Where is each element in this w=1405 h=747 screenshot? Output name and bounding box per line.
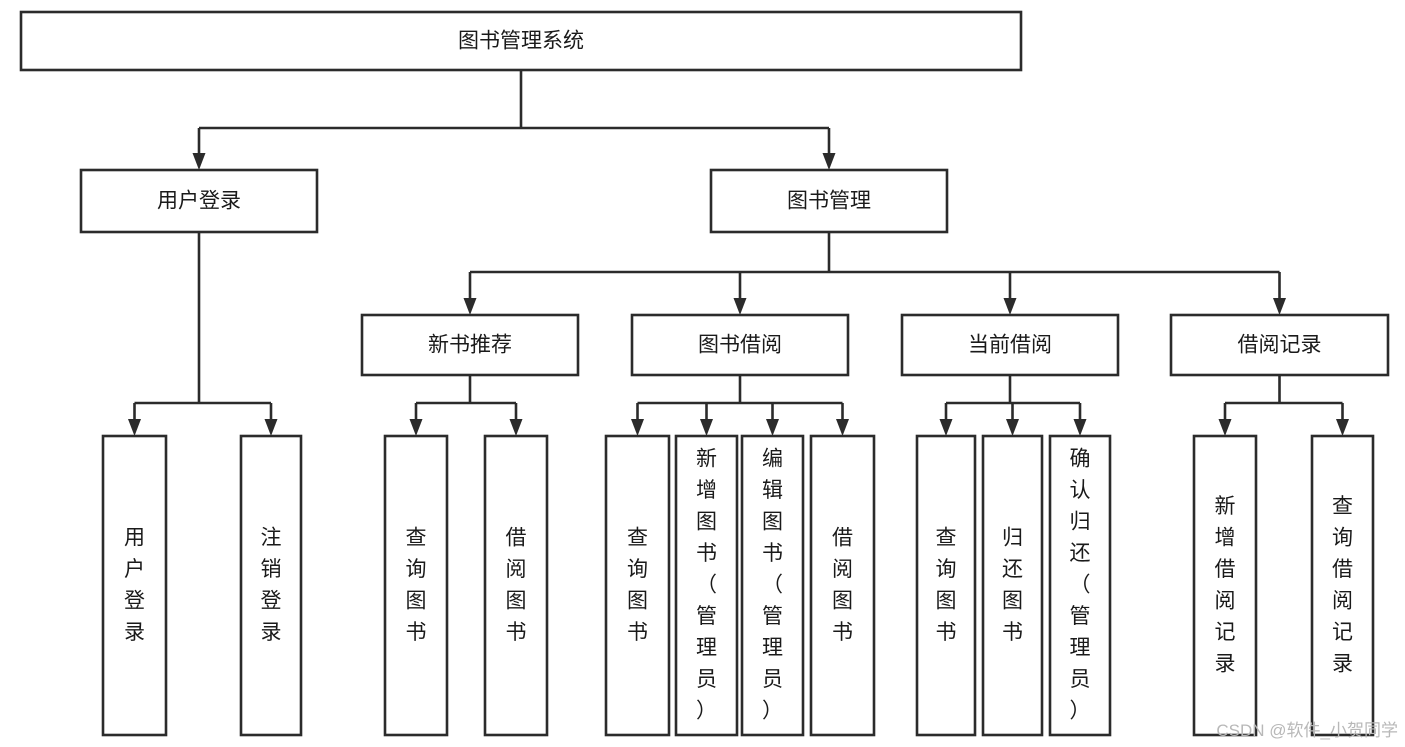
node-label: 借阅记录 — [1238, 334, 1322, 357]
connector-arrow-icon — [836, 419, 849, 436]
node-leaf-add-record[interactable]: 新增借阅记录 — [1192, 434, 1258, 737]
node-label: 借阅图书 — [506, 526, 527, 644]
node-label: 用户登录 — [124, 526, 145, 644]
node-leaf-logout[interactable]: 注销登录 — [239, 434, 303, 737]
connector-arrow-icon — [128, 419, 141, 436]
node-leaf-confirm-return[interactable]: 确认归还（管理员） — [1048, 434, 1112, 737]
node-label: 用户登录 — [157, 190, 241, 213]
node-box[interactable] — [630, 313, 850, 377]
node-leaf-query-book-3[interactable]: 查询图书 — [915, 434, 977, 737]
node-label: 查询图书 — [627, 526, 648, 644]
node-label: 新增图书（管理员） — [696, 448, 717, 723]
node-box[interactable] — [809, 434, 876, 737]
node-new-book-recommend[interactable]: 新书推荐 — [360, 313, 580, 377]
node-root-system[interactable]: 图书管理系统 — [19, 10, 1023, 72]
node-box[interactable] — [19, 10, 1023, 72]
connector-arrow-icon — [1336, 419, 1349, 436]
connector-arrow-icon — [509, 419, 523, 436]
node-label: 查询图书 — [406, 526, 427, 644]
connector-group — [463, 232, 1286, 315]
node-box[interactable] — [740, 434, 805, 737]
connector-arrow-icon — [1073, 419, 1087, 436]
node-box[interactable] — [981, 434, 1044, 737]
node-box[interactable] — [383, 434, 449, 737]
node-box[interactable] — [483, 434, 549, 737]
node-user-login[interactable]: 用户登录 — [79, 168, 319, 234]
connector-arrow-icon — [631, 419, 644, 436]
connector-arrow-icon — [700, 419, 713, 436]
node-leaf-query-book-1[interactable]: 查询图书 — [383, 434, 449, 737]
node-leaf-return-book[interactable]: 归还图书 — [981, 434, 1044, 737]
node-label: 图书管理系统 — [458, 30, 584, 53]
connector-arrow-icon — [733, 298, 747, 315]
node-box[interactable] — [239, 434, 303, 737]
node-leaf-borrow-book-2[interactable]: 借阅图书 — [809, 434, 876, 737]
node-leaf-query-book-2[interactable]: 查询图书 — [604, 434, 671, 737]
node-box[interactable] — [709, 168, 949, 234]
connector-arrow-icon — [264, 419, 278, 436]
connector-arrow-icon — [192, 153, 206, 170]
connector-arrow-icon — [463, 298, 477, 315]
node-borrow-record[interactable]: 借阅记录 — [1169, 313, 1390, 377]
connector-group — [128, 232, 278, 436]
node-box[interactable] — [360, 313, 580, 377]
node-label: 借阅图书 — [832, 526, 853, 644]
node-label: 注销登录 — [261, 526, 282, 644]
node-leaf-add-book[interactable]: 新增图书（管理员） — [674, 434, 739, 737]
node-box[interactable] — [1192, 434, 1258, 737]
node-label: 图书管理 — [787, 190, 871, 213]
connector-arrow-icon — [1273, 298, 1286, 315]
node-label: 查询图书 — [936, 526, 957, 644]
node-book-management[interactable]: 图书管理 — [709, 168, 949, 234]
node-label: 图书借阅 — [698, 334, 782, 357]
node-label: 查询借阅记录 — [1332, 495, 1353, 676]
connector-arrow-icon — [939, 419, 953, 436]
connector-arrow-icon — [822, 153, 836, 170]
node-label: 新增借阅记录 — [1215, 495, 1236, 676]
connector-group — [192, 70, 836, 170]
node-leaf-query-record[interactable]: 查询借阅记录 — [1310, 434, 1375, 737]
node-leaf-edit-book[interactable]: 编辑图书（管理员） — [740, 434, 805, 737]
connector-group — [631, 375, 849, 436]
node-box[interactable] — [101, 434, 168, 737]
node-current-borrow[interactable]: 当前借阅 — [900, 313, 1120, 377]
node-label: 确认归还（管理员） — [1070, 448, 1091, 723]
connector-arrow-icon — [766, 419, 779, 436]
node-label: 当前借阅 — [968, 334, 1052, 357]
node-box[interactable] — [79, 168, 319, 234]
connector-group — [939, 375, 1087, 436]
node-box[interactable] — [1169, 313, 1390, 377]
node-label: 归还图书 — [1002, 526, 1023, 644]
connector-group — [409, 375, 523, 436]
connector-arrow-icon — [409, 419, 423, 436]
connector-group — [1218, 375, 1349, 436]
node-box[interactable] — [604, 434, 671, 737]
node-box[interactable] — [915, 434, 977, 737]
connector-arrow-icon — [1218, 419, 1232, 436]
node-box[interactable] — [900, 313, 1120, 377]
node-book-borrow[interactable]: 图书借阅 — [630, 313, 850, 377]
csdn-watermark: CSDN @软件_小贺同学 — [1216, 721, 1398, 740]
node-box[interactable] — [1310, 434, 1375, 737]
connector-arrow-icon — [1006, 419, 1019, 436]
node-leaf-user-login[interactable]: 用户登录 — [101, 434, 168, 737]
node-box[interactable] — [1048, 434, 1112, 737]
node-label: 新书推荐 — [428, 334, 512, 357]
node-leaf-borrow-book-1[interactable]: 借阅图书 — [483, 434, 549, 737]
node-box[interactable] — [674, 434, 739, 737]
node-label: 编辑图书（管理员） — [762, 448, 783, 723]
connector-arrow-icon — [1003, 298, 1017, 315]
